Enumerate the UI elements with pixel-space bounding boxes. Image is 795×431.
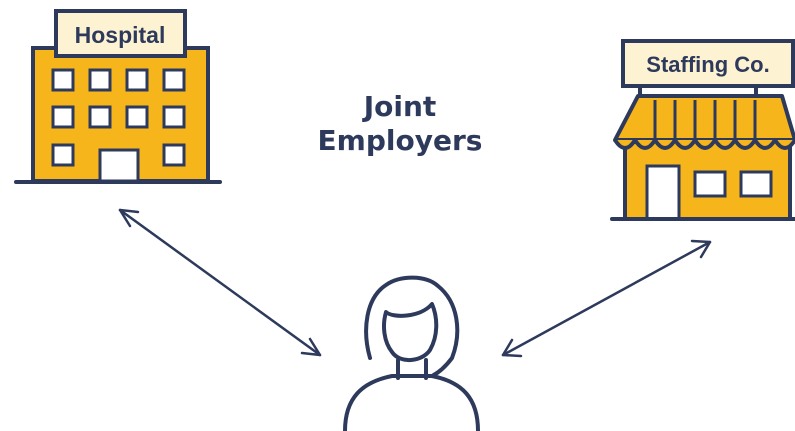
title-line-1: Joint [363,90,437,123]
hospital-window [88,105,112,129]
hospital-sign-label: Hospital [75,22,166,48]
arrow-hospital-worker [118,208,322,357]
diagram-title: Joint Employers [300,90,500,158]
hospital-building-icon: Hospital [14,9,222,184]
hospital-window [125,105,149,129]
hospital-window [88,68,112,92]
hospital-sign [54,9,187,58]
storefront-sign [621,39,795,88]
hospital-window [125,68,149,92]
arrow-staffing-worker [501,239,712,358]
storefront-icon: Staffing Co. [610,39,795,221]
title-line-2: Employers [317,124,483,157]
hospital-window [51,68,75,92]
double-arrow-icon [118,208,712,358]
person-shoulders [343,374,480,431]
storefront-window [739,170,773,198]
storefront-door [645,164,681,221]
hospital-window [51,143,75,167]
person-neck [396,358,428,380]
storefront-awning [613,94,795,142]
hospital-window [51,105,75,129]
storefront-window [693,170,727,198]
hospital-door [98,148,140,183]
storefront-awning-scallops [613,138,795,150]
storefront-sign-label: Staffing Co. [646,52,769,77]
person-face [382,302,439,362]
hospital-window [162,68,186,92]
hospital-window [162,143,186,167]
person-icon [343,275,480,431]
hospital-window [162,105,186,129]
